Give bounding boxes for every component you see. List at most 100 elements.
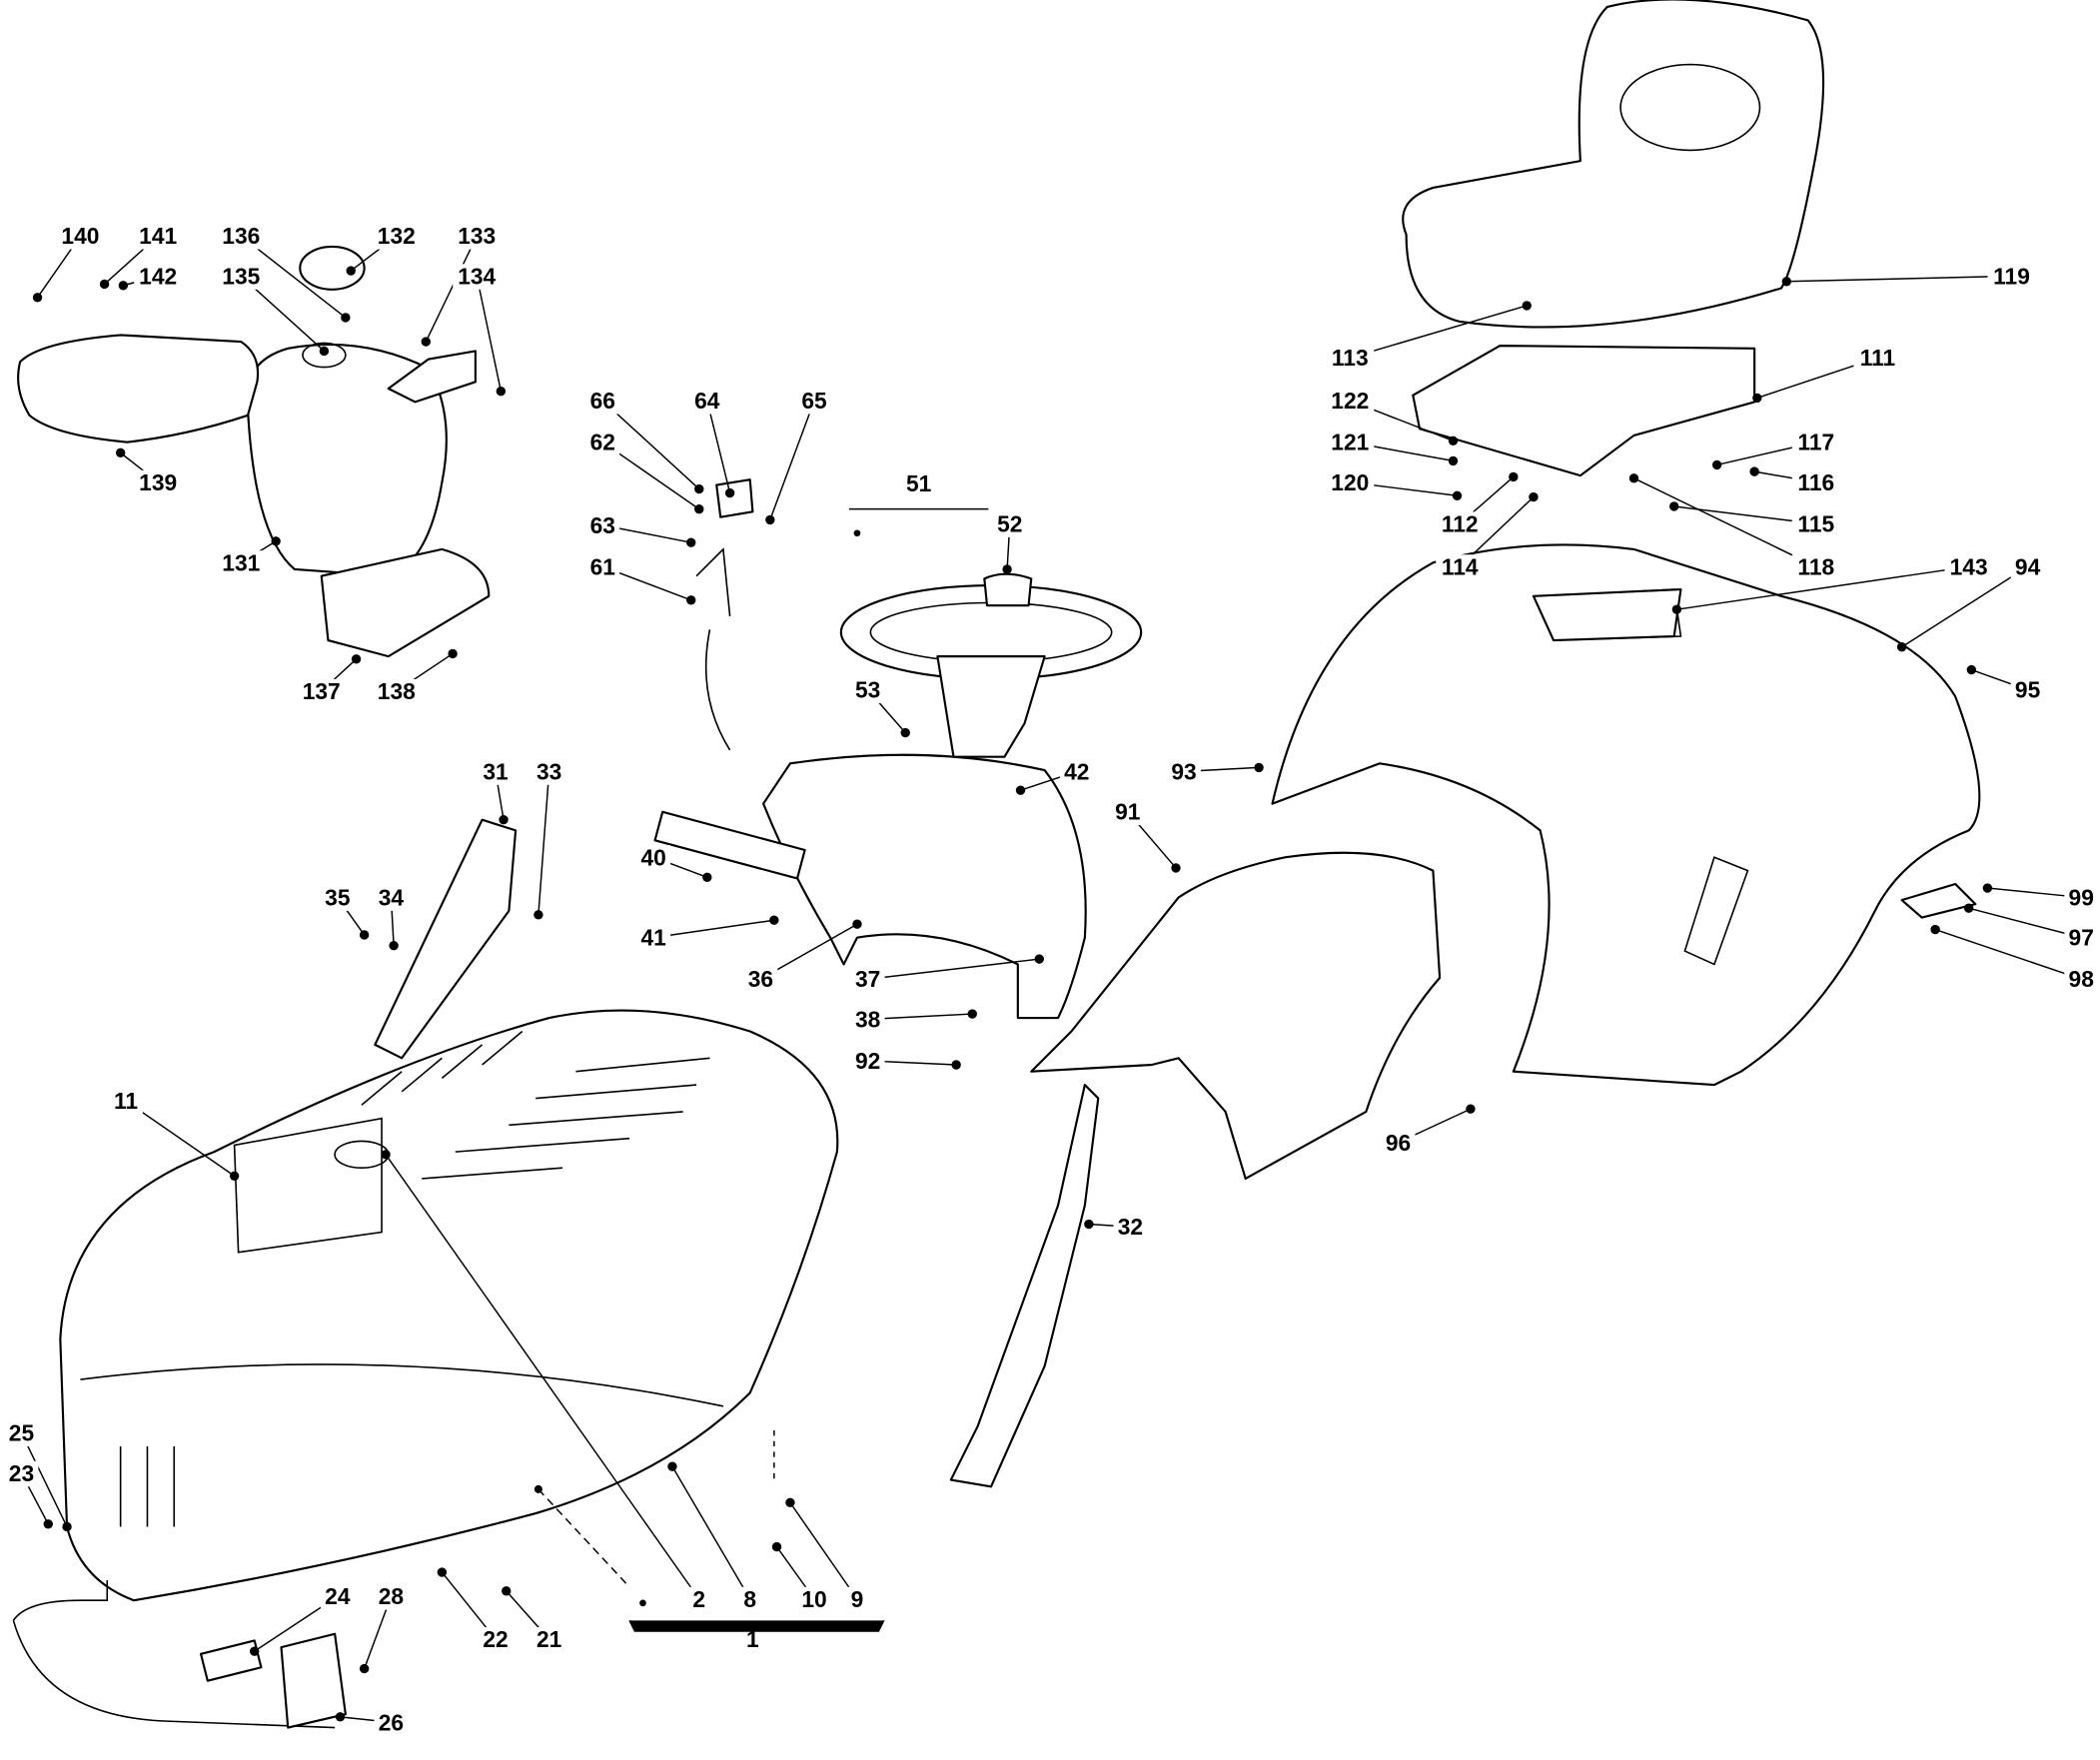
part-number-label: 143	[1950, 553, 1988, 579]
callout-139: 139	[115, 447, 183, 496]
callout-136: 136	[217, 223, 351, 323]
leader-dot	[702, 872, 712, 883]
leader-dot	[319, 346, 330, 357]
leader-line	[1901, 565, 2029, 648]
leader-dot	[381, 1150, 391, 1160]
leader-dot	[32, 293, 43, 303]
callout-33: 33	[531, 758, 566, 920]
leader-line	[385, 1154, 700, 1600]
part-number-label: 92	[855, 1048, 880, 1074]
callout-66: 66	[585, 388, 704, 494]
part-number-label: 24	[325, 1583, 351, 1609]
callout-8: 8	[667, 1461, 760, 1613]
leader-dot	[115, 447, 126, 458]
leader-line	[789, 1501, 858, 1600]
callout-9: 9	[785, 1497, 867, 1613]
part-number-label: 2	[692, 1586, 705, 1612]
leader-line	[769, 400, 815, 520]
part-number-label: 23	[9, 1460, 34, 1486]
leader-dot	[1982, 883, 1993, 893]
callout-2: 2	[381, 1150, 709, 1613]
leader-dot	[1452, 490, 1463, 500]
callout-36: 36	[743, 919, 862, 993]
part-number-label: 120	[1331, 469, 1369, 495]
part-number-label: 133	[458, 223, 496, 249]
callout-140: 140	[32, 223, 105, 303]
callout-112: 112	[1436, 471, 1519, 537]
hood	[59, 1009, 839, 1602]
leader-dot	[1015, 785, 1026, 795]
leader-dot	[1628, 473, 1639, 483]
leader-dot	[1669, 501, 1679, 511]
leader-dot	[967, 1009, 977, 1019]
callout-62: 62	[585, 430, 704, 514]
part-number-label: 36	[748, 966, 773, 992]
front-bumper	[12, 1580, 336, 1729]
leader-dot	[1466, 1104, 1476, 1114]
leader-dot	[335, 1712, 346, 1722]
leader-dot	[1254, 762, 1264, 773]
callout-138: 138	[372, 648, 458, 705]
callout-95: 95	[1966, 664, 2045, 704]
leader-line	[1934, 928, 2082, 980]
part-number-label: 42	[1064, 758, 1089, 784]
part-number-label: 22	[483, 1626, 508, 1652]
part-number-label: 119	[1993, 263, 2030, 289]
part-number-label: 112	[1442, 510, 1479, 536]
callout-120: 120	[1326, 469, 1463, 500]
leader-dot	[1896, 642, 1907, 652]
callout-51: 51	[901, 470, 936, 497]
seat-plate	[1412, 345, 1756, 477]
callout-96: 96	[1381, 1104, 1476, 1157]
part-number-label: 122	[1331, 388, 1369, 414]
callout-92: 92	[850, 1048, 961, 1075]
leader-dot	[1966, 664, 1976, 675]
part-number-label: 28	[379, 1583, 404, 1609]
callout-119: 119	[1781, 263, 2036, 290]
part-number-label: 138	[378, 678, 416, 704]
callout-61: 61	[585, 553, 696, 605]
part-number-label: 117	[1797, 430, 1834, 455]
leader-dot	[852, 919, 862, 929]
leader-dot	[1084, 1219, 1094, 1230]
leader-dot	[499, 814, 509, 825]
part-number-label: 91	[1115, 799, 1141, 825]
part-number-label: 53	[855, 677, 880, 703]
parts-drawing	[12, 0, 1981, 1729]
leader-dot	[533, 910, 543, 920]
callout-91: 91	[1110, 799, 1181, 873]
part-number-label: 134	[458, 263, 496, 289]
leader-dot	[346, 266, 356, 276]
part-number-label: 26	[379, 1709, 404, 1735]
part-number-label: 10	[801, 1586, 826, 1612]
leader-line	[537, 771, 550, 915]
leader-dot	[437, 1567, 448, 1577]
part-number-label: 1	[746, 1626, 759, 1652]
part-number-label: 38	[855, 1006, 880, 1032]
callout-35: 35	[320, 884, 370, 940]
leader-dot	[496, 387, 507, 397]
part-number-label: 8	[743, 1586, 756, 1612]
leader-line	[1633, 477, 1817, 567]
leader-line	[867, 958, 1040, 980]
leader-dot	[250, 1646, 260, 1656]
leader-dot	[271, 536, 281, 546]
callout-41: 41	[636, 915, 779, 952]
fuel-tank	[246, 343, 448, 577]
callout-93: 93	[1167, 758, 1264, 785]
callout-114: 114	[1436, 491, 1539, 580]
part-number-label: 40	[641, 844, 666, 870]
leader-dot	[769, 915, 779, 925]
callout-42: 42	[1015, 758, 1094, 795]
leader-dot	[1171, 863, 1181, 873]
callout-37: 37	[850, 954, 1044, 993]
side-rail-right	[949, 1084, 1100, 1488]
callout-26: 26	[335, 1709, 409, 1736]
seat	[1402, 0, 1825, 329]
callout-38: 38	[850, 1006, 977, 1033]
leader-dot	[667, 1461, 677, 1471]
callout-142: 142	[118, 263, 183, 291]
leader-dot	[1002, 564, 1012, 574]
leader-dot	[1963, 903, 1974, 913]
